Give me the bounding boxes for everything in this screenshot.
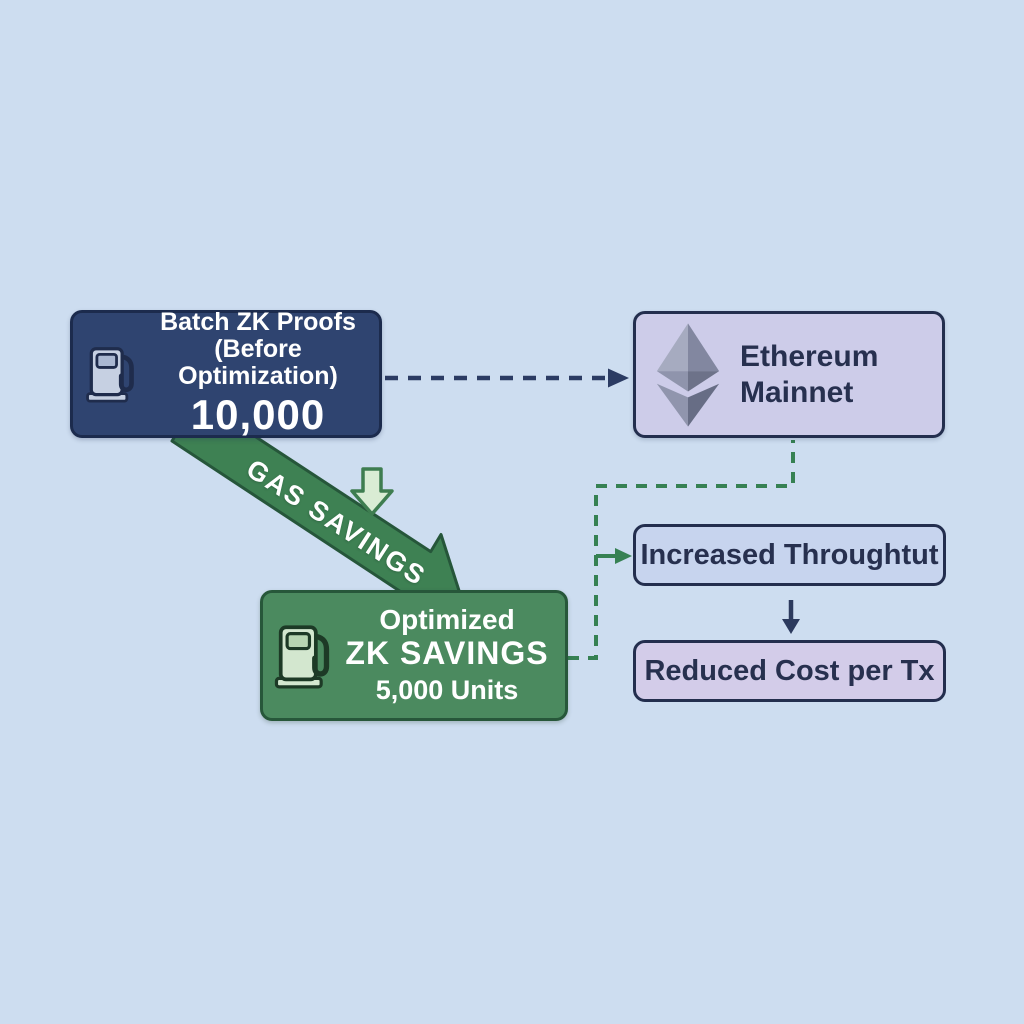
gas-pump-icon — [73, 345, 147, 403]
connector-before-to-ethereum — [385, 368, 629, 388]
optimized-gas-value: 5,000 Units — [375, 675, 519, 706]
gas-pump-icon — [263, 623, 341, 689]
before-title-line1: Batch ZK Proofs — [160, 308, 356, 337]
node-optimized-zk-savings: Optimized ZK SAVINGS 5,000 Units — [260, 590, 568, 721]
optimized-box-text: Optimized ZK SAVINGS 5,000 Units — [341, 603, 565, 707]
node-ethereum-mainnet: Ethereum Mainnet — [633, 311, 945, 438]
node-reduced-cost: Reduced Cost per Tx — [633, 640, 946, 702]
ethereum-label-line2: Mainnet — [740, 375, 854, 409]
node-increased-throughput: Increased Throughtut — [633, 524, 946, 586]
small-down-arrow-icon — [350, 467, 394, 516]
before-gas-value: 10,000 — [190, 391, 326, 439]
connector-throughput-to-cost — [782, 600, 800, 634]
node-batch-zk-proofs: Batch ZK Proofs (Before Optimization) 10… — [70, 309, 382, 438]
before-box-text: Batch ZK Proofs (Before Optimization) 10… — [147, 309, 379, 438]
connector-optimized-to-ethereum — [568, 440, 795, 660]
optimized-title-line1: Optimized — [379, 603, 515, 635]
cost-label: Reduced Cost per Tx — [644, 654, 935, 687]
ethereum-label-line1: Ethereum — [740, 340, 879, 374]
before-title-line2: (Before Optimization) — [178, 335, 338, 391]
optimized-title-line2: ZK SAVINGS — [345, 635, 549, 672]
ethereum-icon — [636, 320, 740, 430]
connector-branch-to-throughput — [596, 548, 632, 564]
ethereum-box-text: Ethereum Mainnet — [740, 339, 942, 410]
throughput-label: Increased Throughtut — [640, 538, 939, 571]
